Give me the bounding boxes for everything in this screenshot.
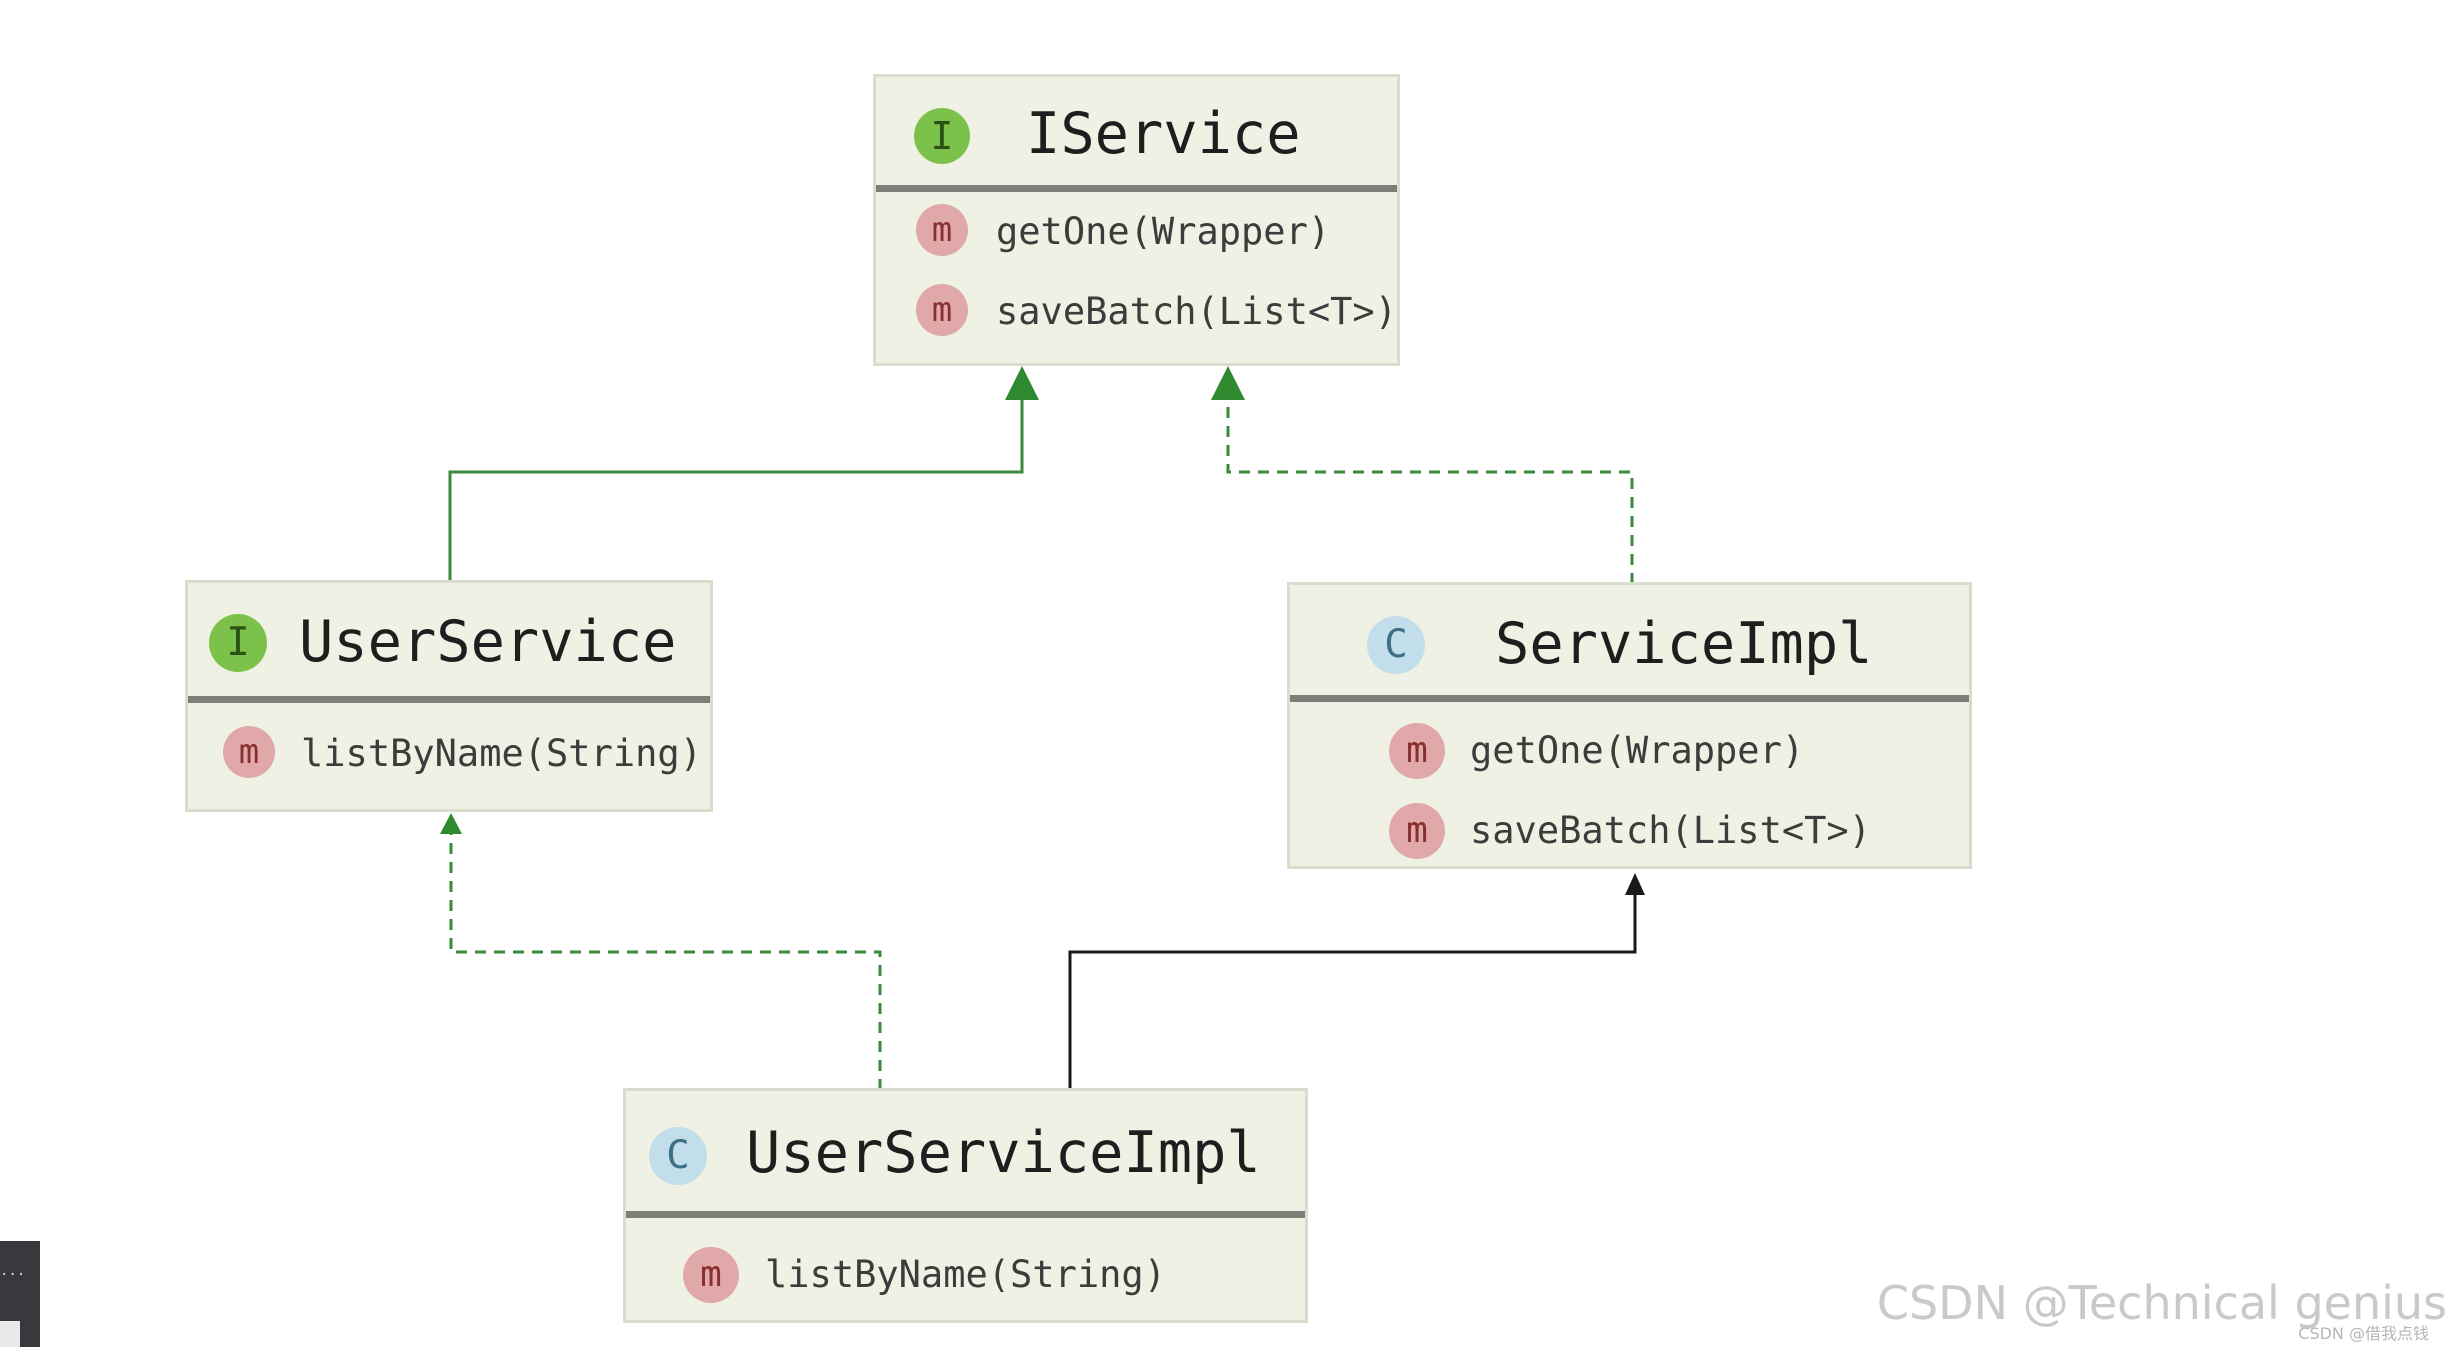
corner-widget-panel <box>0 1321 20 1347</box>
iservice-header: I IService <box>876 77 1397 192</box>
corner-widget[interactable]: ... <box>0 1241 40 1347</box>
serviceimpl-method-label: getOne(Wrapper) <box>1470 729 1805 772</box>
method-icon: m <box>1389 803 1445 859</box>
arrowhead-serviceimpl-to-iservice <box>1211 366 1245 400</box>
serviceimpl-title: ServiceImpl <box>1495 611 1873 677</box>
iservice-method-label: getOne(Wrapper) <box>996 210 1331 253</box>
edge-userservice-to-iservice <box>448 400 1024 584</box>
method-icon: m <box>916 204 968 256</box>
userservice-method-label: listByName(String) <box>301 732 702 775</box>
userserviceimpl-title: UserServiceImpl <box>746 1120 1261 1186</box>
method-icon: m <box>1389 723 1445 779</box>
watermark: CSDN @Technical genius <box>1876 1276 2447 1330</box>
edge-userserviceimpl-to-userservice <box>449 832 882 1090</box>
interface-icon: I <box>209 614 267 672</box>
userservice-node[interactable]: I UserService m listByName(String) <box>185 580 713 812</box>
serviceimpl-node[interactable]: C ServiceImpl m getOne(Wrapper) m saveBa… <box>1287 582 1972 869</box>
iservice-method-label: saveBatch(List<T>) <box>996 290 1397 333</box>
class-icon: C <box>1367 616 1425 674</box>
serviceimpl-method[interactable]: m getOne(Wrapper) <box>1290 723 1969 783</box>
userserviceimpl-method[interactable]: m listByName(String) <box>626 1247 1305 1307</box>
serviceimpl-header: C ServiceImpl <box>1290 585 1969 702</box>
userservice-title: UserService <box>299 609 677 675</box>
class-icon: C <box>649 1127 707 1185</box>
edge-serviceimpl-to-iservice <box>1226 400 1634 584</box>
arrowhead-userserviceimpl-to-serviceimpl <box>1625 873 1645 895</box>
userservice-method[interactable]: m listByName(String) <box>188 726 710 786</box>
userserviceimpl-method-label: listByName(String) <box>765 1253 1166 1296</box>
iservice-node[interactable]: I IService m getOne(Wrapper) m saveBatch… <box>873 74 1400 366</box>
serviceimpl-method[interactable]: m saveBatch(List<T>) <box>1290 803 1969 863</box>
watermark-small: CSDN @借我点钱 <box>2298 1324 2429 1343</box>
iservice-title: IService <box>1026 101 1301 167</box>
more-dots-icon[interactable]: ... <box>0 1263 26 1279</box>
iservice-method[interactable]: m getOne(Wrapper) <box>876 204 1397 264</box>
arrowhead-userserviceimpl-to-userservice <box>440 813 462 834</box>
userservice-header: I UserService <box>188 583 710 703</box>
method-icon: m <box>916 284 968 336</box>
userserviceimpl-header: C UserServiceImpl <box>626 1091 1305 1218</box>
arrowhead-userservice-to-iservice <box>1005 366 1039 400</box>
iservice-method[interactable]: m saveBatch(List<T>) <box>876 284 1397 344</box>
serviceimpl-method-label: saveBatch(List<T>) <box>1470 809 1871 852</box>
interface-icon: I <box>914 108 970 164</box>
method-icon: m <box>683 1247 739 1303</box>
method-icon: m <box>223 726 275 778</box>
edge-userserviceimpl-to-serviceimpl <box>1068 895 1637 1090</box>
userserviceimpl-node[interactable]: C UserServiceImpl m listByName(String) <box>623 1088 1308 1323</box>
